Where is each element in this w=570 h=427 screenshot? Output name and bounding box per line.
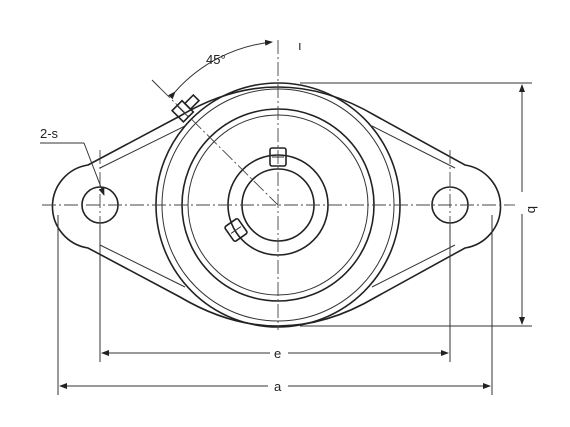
flange-inner-outline — [99, 125, 456, 288]
dim-a-label: a — [274, 379, 282, 394]
angle-label: 45° — [206, 52, 226, 67]
flange-outline — [51, 86, 502, 327]
dim-b-label: b — [525, 206, 540, 213]
holes-label: 2-s — [40, 126, 59, 141]
diagonal-centerline — [159, 87, 279, 206]
angle-arc — [168, 39, 273, 100]
holes-leader-diagonal — [83, 142, 105, 196]
set-screw-top — [269, 147, 287, 167]
small-mark: ı — [298, 38, 302, 53]
angle-extension-line — [151, 79, 161, 89]
set-screw-lower — [224, 218, 248, 242]
dim-e-label: e — [274, 346, 281, 361]
